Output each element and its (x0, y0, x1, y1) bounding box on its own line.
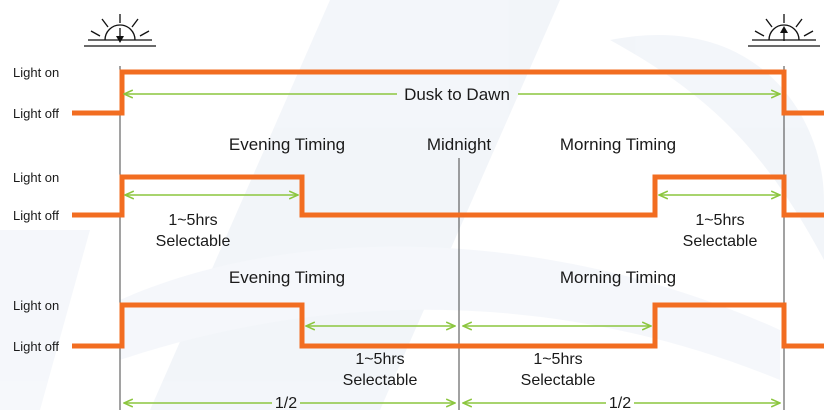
sunset-icon (84, 14, 156, 47)
morning-timing-heading: Morning Timing (560, 268, 676, 287)
morning-selectable-note: Selectable (683, 233, 758, 250)
light-off-label: Light off (13, 106, 59, 121)
evening-selectable-note: Selectable (156, 233, 231, 250)
light-off-label: Light off (13, 208, 59, 223)
row-evening-morning-timing: Evening Timing Midnight Morning Timing L… (13, 135, 824, 250)
row-dusk-to-dawn: Light on Light off Dusk to Dawn (13, 65, 824, 121)
morning-duration-note: 1~5hrs (695, 212, 744, 229)
midnight-heading: Midnight (427, 135, 492, 154)
evening-timing-heading: Evening Timing (229, 135, 345, 154)
light-on-label: Light on (13, 65, 59, 80)
signal-waveform (72, 302, 824, 349)
light-on-label: Light on (13, 170, 59, 185)
light-on-label: Light on (13, 298, 59, 313)
sunrise-icon (748, 14, 820, 47)
morning-timing-heading: Morning Timing (560, 135, 676, 154)
light-off-label: Light off (13, 339, 59, 354)
second-half-label: 1/2 (609, 395, 631, 410)
signal-waveform (72, 69, 824, 116)
watermark-shape (120, 246, 780, 380)
row-midnight-relative-timing: Evening Timing Morning Timing Light on L… (13, 268, 824, 410)
first-half-label: 1/2 (275, 395, 297, 410)
evening-duration-note: 1~5hrs (168, 212, 217, 229)
evening-timing-heading: Evening Timing (229, 268, 345, 287)
watermark-shape (0, 230, 90, 410)
morning-duration-note: 1~5hrs (533, 351, 582, 368)
dusk-to-dawn-label: Dusk to Dawn (404, 85, 510, 104)
watermark-shape (610, 34, 824, 260)
guide-lines (119, 66, 785, 410)
evening-selectable-note: Selectable (343, 372, 418, 389)
signal-waveform (72, 174, 824, 218)
morning-selectable-note: Selectable (521, 372, 596, 389)
evening-duration-note: 1~5hrs (355, 351, 404, 368)
